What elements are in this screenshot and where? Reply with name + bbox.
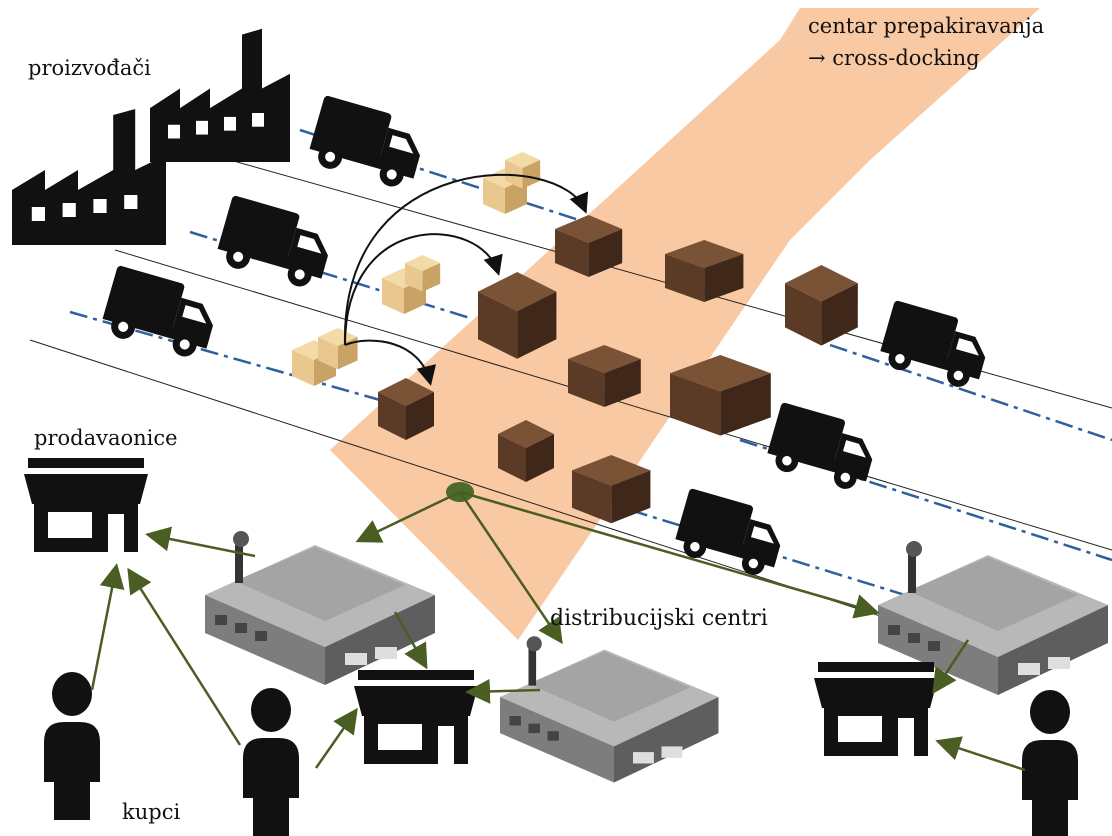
cross-docking-label-line1: centar prepakiravanja [808, 14, 1045, 38]
distribution-arrows [90, 490, 1026, 772]
truck-icon [671, 488, 789, 581]
shop-icon [814, 662, 938, 756]
producers-label: proizvođači [28, 56, 151, 80]
person-icon [1022, 690, 1078, 836]
transfer-arrows [343, 173, 589, 386]
truck-icon [763, 402, 881, 495]
truck-icon [305, 95, 429, 193]
person-icon [243, 688, 299, 836]
factory-icon [12, 109, 166, 245]
cross-docking-label-line2: → cross-docking [808, 46, 980, 70]
truck-icon [213, 195, 337, 293]
factory-icon [150, 28, 290, 162]
truck-icon [876, 300, 994, 393]
buyers-label: kupci [122, 800, 181, 824]
shop-icon [24, 458, 148, 552]
warehouse-icon [500, 636, 719, 783]
person-icon [44, 672, 100, 820]
shops-label: prodavaonice [34, 426, 178, 450]
truck-icon [98, 265, 222, 363]
cross-docking-band [330, 8, 1040, 640]
distribution-centers-label: distribucijski centri [550, 606, 768, 631]
shop-icon [354, 670, 478, 764]
